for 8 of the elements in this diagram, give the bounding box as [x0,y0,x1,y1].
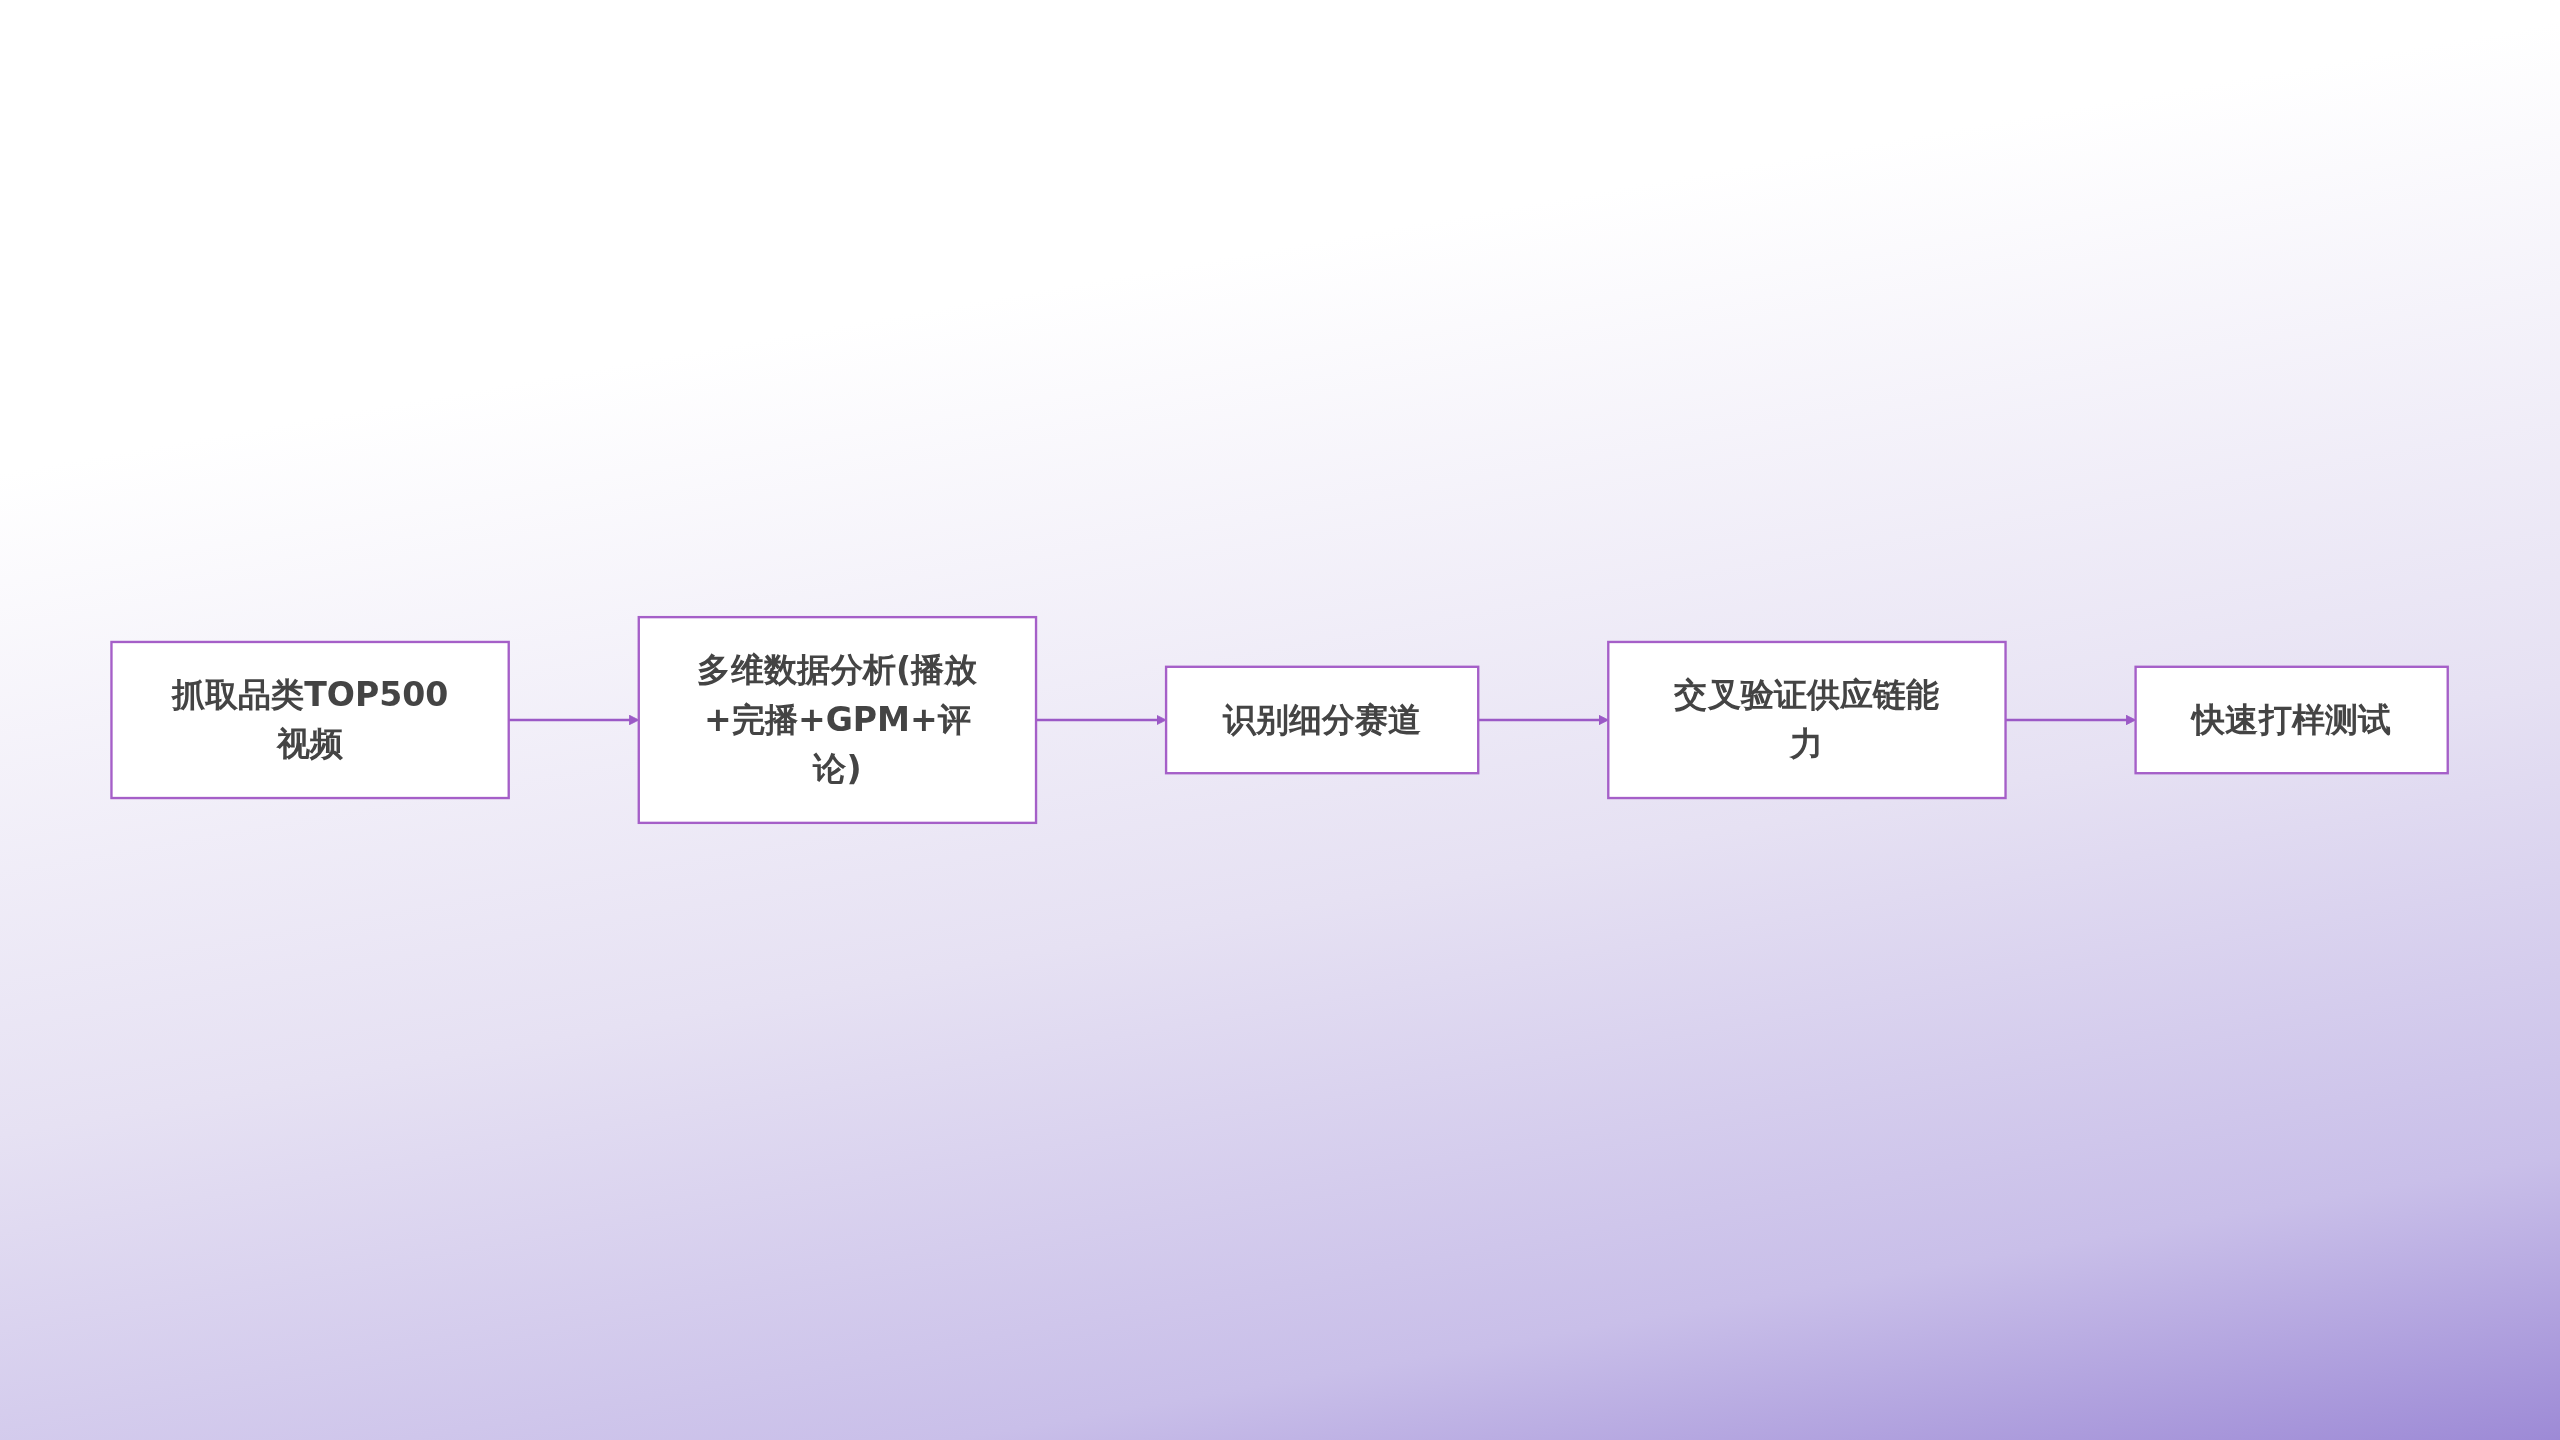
node-box: 快速打样测试 [2134,665,2450,775]
node-box: 多维数据分析(播放+完播+GPM+评论) [638,615,1038,825]
arrow [509,714,640,726]
node-box: 识别细分赛道 [1165,665,1480,775]
arrow [1036,714,1167,726]
node-box: 交叉验证供应链能力 [1607,640,2008,800]
arrow [2005,714,2137,726]
node-box: 抓取品类TOP500视频 [110,640,511,800]
